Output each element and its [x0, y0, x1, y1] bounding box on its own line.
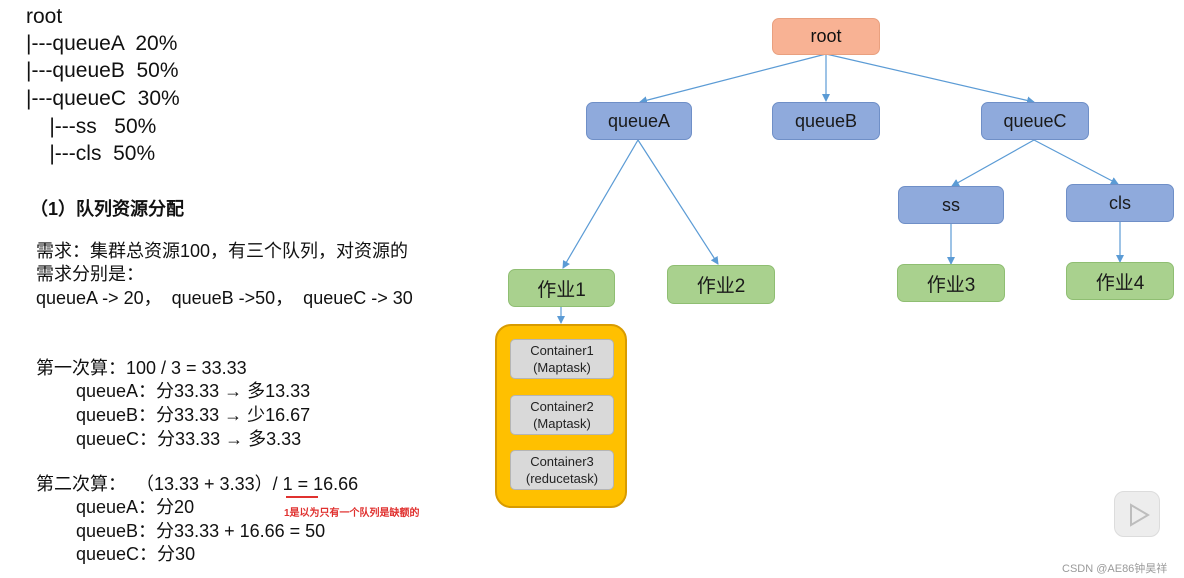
first-calc-queue-a: queueA：分33.33 → 多13.33 [76, 381, 311, 401]
watermark: CSDN @AE86钟昊祥 [1062, 563, 1168, 575]
root-node: root [772, 18, 880, 55]
cls-node: cls [1066, 184, 1174, 222]
container-task: (Maptask) [533, 416, 591, 431]
requirement-line: 需求：集群总资源100，有三个队列，对资源的 [36, 241, 409, 261]
second-calc-title: 第二次算： （13.33 + 3.33）/ 1 = 16.66 [36, 474, 359, 494]
divisor-underline [286, 496, 318, 498]
hierarchy-line: |---queueC 30% [26, 87, 180, 110]
edge-root-queueC [825, 53, 1035, 105]
ss-node: ss [898, 186, 1004, 224]
edge-queueA-job1 [562, 139, 639, 269]
requirement-line: queueA -> 20， queueB ->50， queueC -> 30 [36, 288, 413, 308]
queue-b-node: queueB [772, 102, 880, 140]
job3-node: 作业3 [897, 264, 1005, 302]
hierarchy-line: |---queueB 50% [26, 59, 179, 82]
second-calc-queue-a: queueA：分20 [76, 497, 195, 517]
edge-queueA-job2 [637, 139, 719, 265]
job2-node: 作业2 [667, 265, 775, 304]
container-name: Container1 [530, 343, 594, 358]
edge-root-queueA [639, 53, 827, 105]
container-name: Container2 [530, 399, 594, 414]
requirement-line: 需求分别是： [36, 264, 144, 284]
second-calc-queue-c: queueC：分30 [76, 544, 196, 564]
second-calc-queue-b: queueB：分33.33 + 16.66 = 50 [76, 521, 326, 541]
job1-container-panel: Container1 (Maptask) Container2 (Maptask… [495, 324, 627, 508]
hierarchy-line: |---queueA 20% [26, 32, 178, 55]
play-icon [1130, 503, 1150, 527]
container-task: (reducetask) [525, 471, 599, 486]
queue-a-node: queueA [586, 102, 692, 140]
container-box: Container2 (Maptask) [510, 395, 614, 435]
hierarchy-line: root [26, 5, 63, 28]
hierarchy-line: |---cls 50% [26, 142, 156, 165]
job1-node: 作业1 [508, 269, 615, 307]
play-button[interactable] [1114, 491, 1160, 537]
edge-queueC-ss [951, 139, 1035, 187]
edge-queueC-cls [1033, 139, 1119, 185]
first-calc-queue-c: queueC：分33.33 → 多3.33 [76, 429, 302, 449]
job4-node: 作业4 [1066, 262, 1174, 300]
hierarchy-line: |---ss 50% [26, 115, 157, 138]
section-heading: （1）队列资源分配 [30, 199, 185, 219]
container-task: (Maptask) [533, 360, 591, 375]
container-box: Container1 (Maptask) [510, 339, 614, 379]
first-calc-title: 第一次算：100 / 3 = 33.33 [36, 358, 247, 378]
container-box: Container3 (reducetask) [510, 450, 614, 490]
queue-c-node: queueC [981, 102, 1089, 140]
first-calc-queue-b: queueB：分33.33 → 少16.67 [76, 405, 311, 425]
divisor-note: 1是以为只有一个队列是缺额的 [284, 508, 420, 519]
container-name: Container3 [530, 454, 594, 469]
